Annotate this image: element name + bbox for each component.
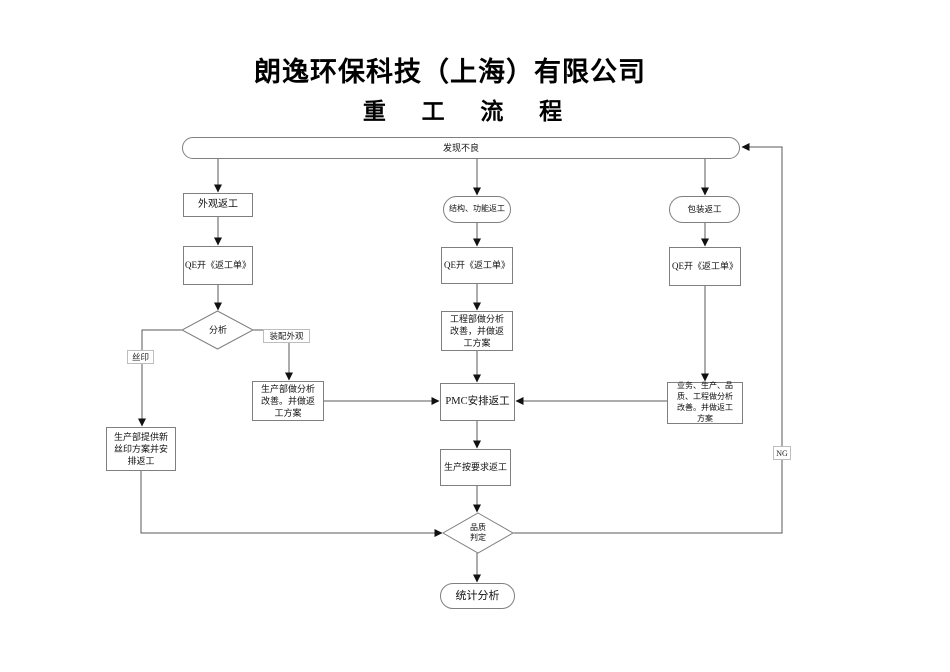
statistical-analysis-node: 统计分析 [440,583,515,609]
analysis-decision-diamond [180,310,255,350]
assembly-appearance-branch-label: 装配外观 [263,329,310,343]
page-title: 朗逸环保科技（上海）有限公司 [254,57,646,87]
qe-rework-order-left-node: QE开《返工单》 [183,246,253,285]
structure-function-rework-node: 结构、功能返工 [443,196,511,223]
pmc-schedule-rework-node: PMC安排返工 [440,383,515,421]
page-subtitle: 重 工 流 程 [362,99,578,124]
appearance-rework-node: 外观返工 [183,193,253,217]
start-node-defect-found: 发现不良 [182,137,740,159]
multi-dept-analysis-improve-node: 业务、生产、品 质、工程做分析 改善。并做返工 方案 [667,381,743,424]
quality-judgement-label: 品质 判定 [470,523,486,542]
package-rework-node: 包装返工 [669,196,740,223]
ng-feedback-label: NG [773,446,791,460]
silk-print-branch-label: 丝印 [127,350,154,364]
analysis-decision-label: 分析 [208,325,227,335]
quality-decision-diamond [441,512,515,554]
production-rework-per-requirement-node: 生产按要求返工 [440,449,511,486]
production-analysis-improve-node: 生产部做分析 改善。并做返 工方案 [252,381,324,421]
new-silk-plan-node: 生产部提供新 丝印方案并安 排返工 [106,427,176,471]
qe-rework-order-middle-node: QE开《返工单》 [441,247,513,284]
engineering-analysis-improve-node: 工程部做分析 改善，并做返 工方案 [441,311,513,351]
qe-rework-order-right-node: QE开《返工单》 [669,247,741,286]
